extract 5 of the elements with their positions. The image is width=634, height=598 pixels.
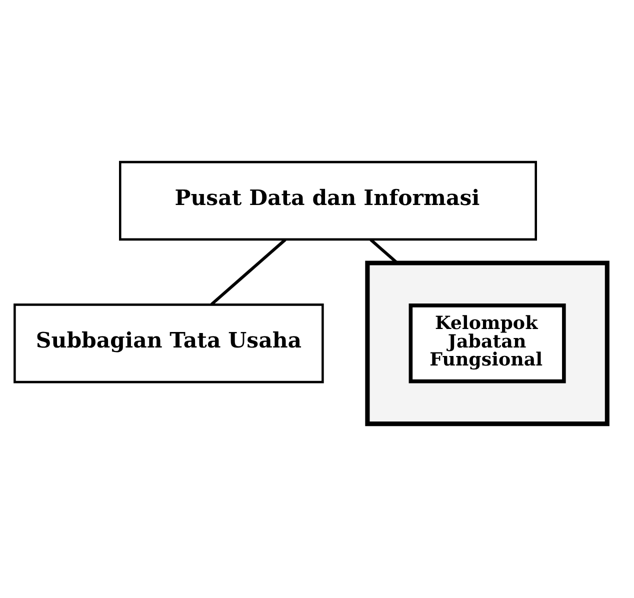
node-box: Pusat Data dan Informasi (119, 160, 537, 241)
node-box: Subbagian Tata Usaha (14, 304, 324, 384)
connector (210, 238, 286, 306)
cluster (365, 260, 610, 426)
node-box: Kelompok Jabatan Fungsional (408, 304, 566, 384)
